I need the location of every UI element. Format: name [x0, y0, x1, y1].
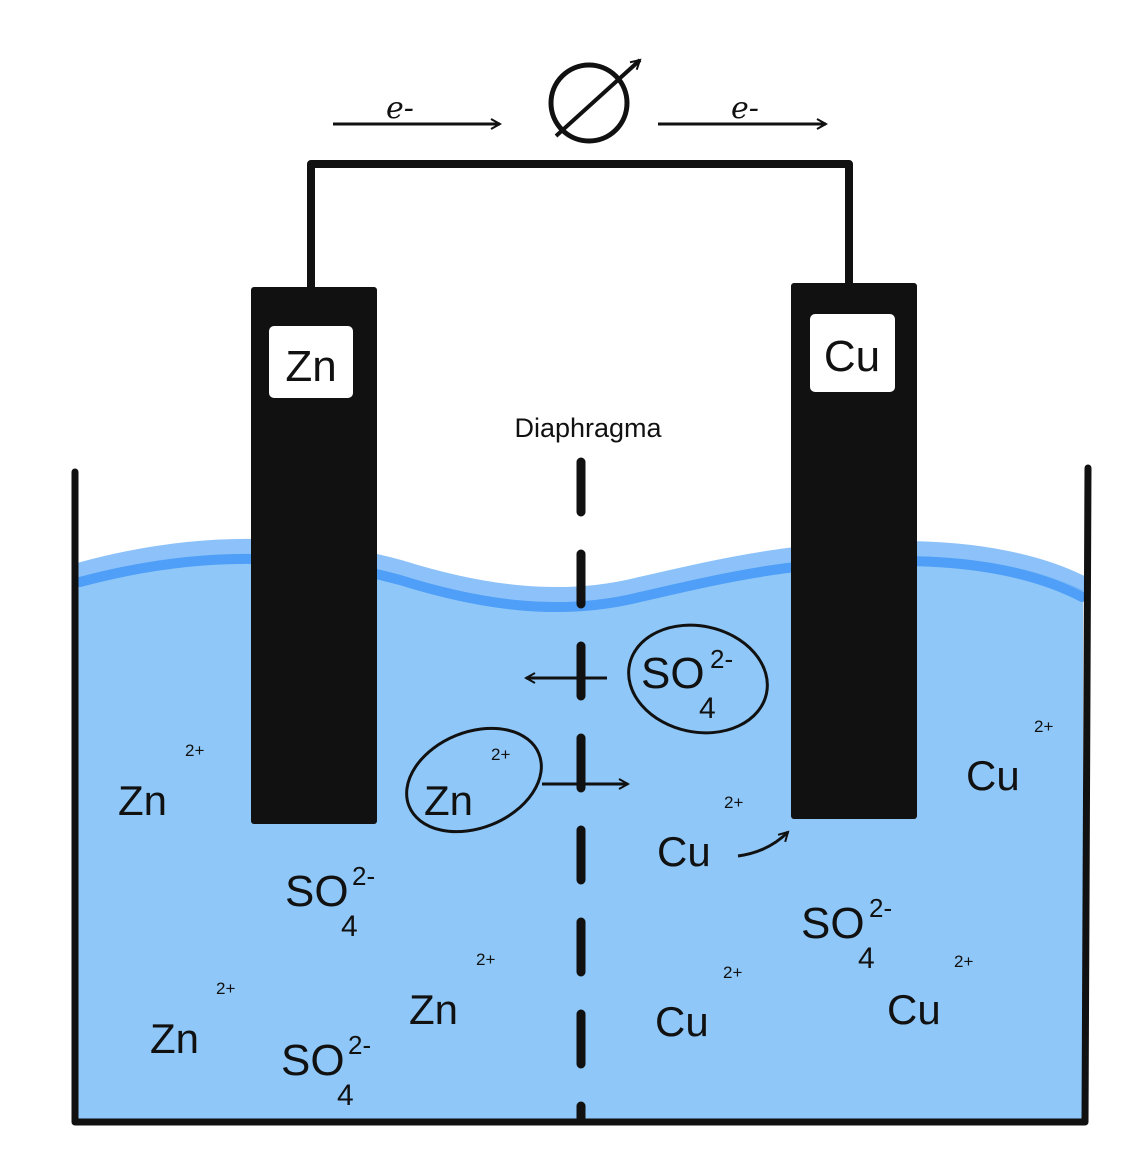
svg-text:2-: 2-	[348, 1030, 371, 1060]
copper-deposition-arrow	[737, 832, 788, 858]
copper-ion-depositing: Cu 2+	[657, 793, 743, 875]
svg-text:SO: SO	[285, 867, 349, 916]
copper-ion: Cu 2+	[966, 717, 1053, 799]
svg-text:2+: 2+	[724, 793, 743, 812]
diaphragm-label: Diaphragma	[514, 413, 662, 443]
electron-label-right: e-	[731, 91, 759, 126]
svg-text:Zn: Zn	[150, 1015, 199, 1062]
zinc-ion: Zn 2+	[150, 979, 235, 1062]
svg-text:Cu: Cu	[655, 998, 709, 1045]
svg-text:2+: 2+	[1034, 717, 1053, 736]
svg-text:2-: 2-	[352, 861, 375, 891]
svg-text:2+: 2+	[723, 963, 742, 982]
svg-text:2+: 2+	[954, 952, 973, 971]
copper-ion: Cu 2+	[887, 952, 973, 1033]
svg-text:SO: SO	[641, 649, 705, 698]
electron-label-left: e-	[386, 91, 414, 126]
svg-text:2+: 2+	[185, 741, 204, 760]
svg-text:4: 4	[699, 692, 716, 725]
sulfate-ion: SO 4 2-	[801, 893, 892, 975]
external-wire	[307, 160, 853, 290]
zinc-electrode	[251, 287, 377, 824]
svg-text:4: 4	[341, 910, 358, 943]
zinc-ion-migrating: Zn 2+	[424, 745, 510, 824]
svg-text:SO: SO	[801, 899, 865, 948]
sulfate-ion-migrating: SO 4 2-	[641, 644, 733, 725]
zinc-electrode-label: Zn	[285, 342, 336, 391]
svg-text:Cu: Cu	[966, 752, 1020, 799]
zinc-ion: Zn 2+	[409, 950, 495, 1033]
svg-text:Cu: Cu	[657, 828, 711, 875]
svg-text:4: 4	[858, 942, 875, 975]
copper-label-box	[810, 314, 895, 392]
svg-text:4: 4	[337, 1079, 354, 1112]
copper-ion: Cu 2+	[655, 963, 742, 1045]
zinc-ion: Zn 2+	[118, 741, 204, 824]
svg-text:Zn: Zn	[118, 777, 167, 824]
svg-text:2-: 2-	[710, 644, 733, 674]
svg-text:Zn: Zn	[409, 986, 458, 1033]
svg-text:2+: 2+	[216, 979, 235, 998]
zinc-migrating-circle	[405, 726, 543, 834]
sulfate-migrating-circle	[627, 623, 769, 735]
sulfate-ion: SO 4 2-	[285, 861, 375, 943]
copper-electrode	[791, 283, 917, 819]
zinc-label-box	[269, 326, 353, 398]
copper-electrode-label: Cu	[824, 332, 880, 381]
svg-text:2+: 2+	[491, 745, 510, 764]
ammeter-icon	[548, 58, 640, 144]
sulfate-ion: SO 4 2-	[281, 1030, 371, 1112]
svg-text:Zn: Zn	[424, 777, 473, 824]
svg-text:2-: 2-	[869, 893, 892, 923]
svg-text:Cu: Cu	[887, 986, 941, 1033]
svg-text:SO: SO	[281, 1036, 345, 1085]
svg-text:2+: 2+	[476, 950, 495, 969]
